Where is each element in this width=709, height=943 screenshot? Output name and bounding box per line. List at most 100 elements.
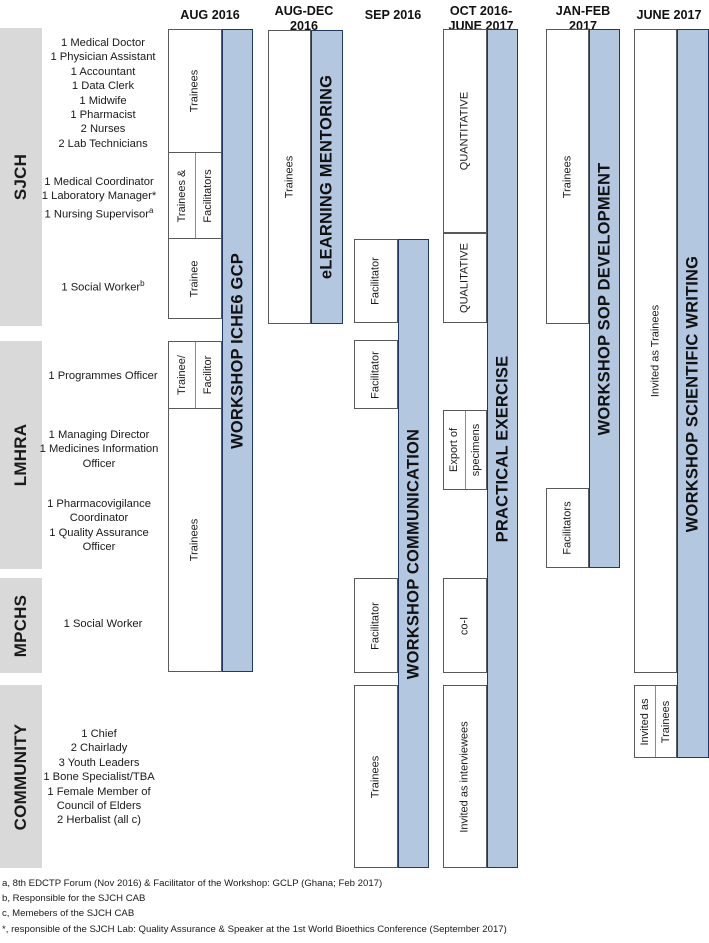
- group-label-sjch: SJCH: [0, 28, 42, 326]
- role-footnote-marker: a: [149, 205, 154, 215]
- cell-col1-trainees-and-facilitators: Trainees & Facilitators: [168, 152, 222, 239]
- header-line-1: OCT 2016-: [449, 4, 513, 18]
- cell-col2-trainees: Trainees: [268, 30, 311, 324]
- cell-col3-facilitator-lmhra: Facilitator: [354, 340, 398, 409]
- role-line: Officer: [82, 457, 116, 470]
- cell-label: Invited as Trainees: [648, 304, 661, 398]
- role-footnote-marker: b: [140, 279, 145, 288]
- cell-col1-trainees-top: Trainees: [168, 29, 222, 153]
- role-line: Officer: [82, 541, 116, 554]
- role-line: 1 Female Member of: [47, 785, 151, 798]
- cell-col3-facilitator-mpchs: Facilitator: [354, 578, 398, 673]
- role-line: 1 Data Clerk: [71, 80, 135, 93]
- cell-col6-invited-as-trainees-community: Invited as Trainees: [634, 685, 677, 758]
- column-header-aug-2016: AUG 2016: [165, 8, 255, 23]
- group-label-mpchs-text: MPCHS: [11, 594, 30, 657]
- role-line: 1 Managing Director: [48, 429, 150, 441]
- footnotes: a, 8th EDCTP Forum (Nov 2016) & Facilita…: [2, 876, 702, 937]
- cell-col1-trainees-amp: Trainees &: [169, 153, 195, 238]
- role-line: 1 Bone Specialist/TBA: [43, 771, 155, 784]
- cell-col1-trainee-facilitor: Trainee/ Facilitor: [168, 341, 222, 409]
- role-line: 1 Quality Assurance: [49, 526, 149, 539]
- role-line: 1 Programmes Officer: [48, 370, 158, 382]
- role-line: 1 Accountant: [70, 65, 136, 78]
- cell-col3-facilitator-sjch: Facilitator: [354, 239, 398, 323]
- activity-bar-practical-exercise: PRACTICAL EXERCISE: [487, 29, 518, 868]
- role-line: 1 Chief: [81, 728, 117, 740]
- roles-lmhra-programmes-officer: 1 Programmes Officer: [44, 369, 162, 383]
- role-line: 1 Social Worker: [63, 618, 143, 630]
- group-label-community-text: COMMUNITY: [11, 723, 30, 830]
- cell-label: specimens: [469, 423, 482, 477]
- cell-col1-trainee-slash: Trainee/: [169, 342, 195, 408]
- activity-bar-workshop-iche6-gcp: WORKSHOP ICHE6 GCP: [222, 29, 253, 672]
- cell-col3-trainees-community: Trainees: [354, 685, 398, 868]
- cell-col1-facilitators: Facilitators: [194, 153, 222, 238]
- role-line: Council of Elders: [56, 800, 142, 813]
- cell-col1-trainees-bottom: Trainees: [168, 408, 222, 672]
- group-label-community: COMMUNITY: [0, 685, 42, 868]
- role-line: 1 Laboratory Manager*: [41, 190, 157, 203]
- footnote-asterisk: *, responsible of the SJCH Lab: Quality …: [2, 923, 507, 935]
- role-line: 3 Youth Leaders: [58, 756, 140, 769]
- footnote-c: c, Memebers of the SJCH CAB: [2, 908, 135, 920]
- role-line: 2 Herbalist (all c): [57, 814, 141, 827]
- group-label-sjch-text: SJCH: [11, 153, 30, 201]
- cell-col6-invited-line2: Trainees: [655, 686, 676, 757]
- cell-col6-invited-as-trainees-top: Invited as Trainees: [634, 29, 677, 673]
- cell-label: Facilitator: [369, 350, 382, 399]
- cell-col4-export-line1: Export of: [444, 411, 465, 489]
- cell-label: Facilitator: [369, 601, 382, 650]
- activity-bar-label: WORKSHOP COMMUNICATION: [404, 428, 422, 679]
- role-line: 2 Lab Technicians: [58, 137, 148, 150]
- cell-label: Trainees: [282, 155, 295, 199]
- footnote-b: b, Responsible for the SJCH CAB: [2, 893, 146, 905]
- group-label-lmhra: LMHRA: [0, 341, 42, 569]
- role-line: 2 Nurses: [80, 123, 126, 136]
- cell-col4-invited-as-interviewees: Invited as interviewees: [443, 685, 487, 868]
- activity-bar-label: eLEARNING MENTORING: [317, 74, 336, 280]
- activity-bar-label: PRACTICAL EXERCISE: [493, 355, 511, 542]
- role-line: 1 Nursing Supervisora: [36, 204, 162, 222]
- cell-col5-trainees: Trainees: [546, 29, 589, 324]
- header-line-1: JUNE 2017: [636, 8, 702, 22]
- role-line: 1 Physician Assistant: [50, 51, 156, 64]
- cell-col4-qualitative: QUALITATIVE: [443, 233, 487, 323]
- cell-label: Trainees: [560, 155, 573, 198]
- activity-bar-workshop-communication: WORKSHOP COMMUNICATION: [398, 239, 429, 868]
- header-line-1: SEP 2016: [364, 8, 422, 22]
- roles-community: 1 Chief 2 Chairlady 3 Youth Leaders 1 Bo…: [36, 727, 162, 828]
- activity-bar-label: WORKSHOP ICHE6 GCP: [228, 252, 246, 449]
- group-label-lmhra-text: LMHRA: [11, 423, 30, 487]
- cell-col1-facilitor: Facilitor: [194, 342, 222, 408]
- cell-col4-export-of-specimens: Export of specimens: [443, 410, 487, 490]
- role-line: 1 Pharmacovigilance: [47, 498, 151, 510]
- cell-label: Facilitators: [202, 168, 215, 223]
- cell-label: Trainee/: [175, 355, 188, 395]
- cell-label: Trainees &: [175, 169, 188, 222]
- header-line-1: AUG 2016: [180, 8, 240, 22]
- role-line: 1 Midwife: [79, 94, 127, 107]
- cell-col5-facilitators: Facilitators: [546, 488, 589, 568]
- cell-label: QUALITATIVE: [458, 243, 471, 313]
- cell-label: Export of: [448, 427, 461, 473]
- column-header-aug-dec-2016: AUG-DEC 2016: [262, 4, 346, 34]
- footnote-a: a, 8th EDCTP Forum (Nov 2016) & Facilita…: [2, 878, 383, 889]
- cell-col4-co-i: co-I: [443, 578, 487, 673]
- header-line-2: 2016: [289, 19, 319, 33]
- roles-sjch-social-worker: 1 Social Workerb: [44, 277, 162, 295]
- role-line: Coordinator: [69, 512, 129, 525]
- roles-sjch-trainees: 1 Medical Doctor 1 Physician Assistant 1…: [44, 36, 162, 151]
- cell-label: QUANTITATIVE: [458, 91, 471, 171]
- role-line-text: 1 Social Worker: [61, 281, 141, 294]
- activity-bar-workshop-sop-development: WORKSHOP SOP DEVELOPMENT: [589, 29, 620, 568]
- role-line: 2 Chairlady: [70, 742, 128, 755]
- group-label-mpchs: MPCHS: [0, 578, 42, 673]
- role-line: 1 Medical Coordinator: [44, 176, 154, 188]
- role-line-text: 1 Nursing Supervisor: [44, 208, 149, 221]
- roles-mpchs-social-worker: 1 Social Worker: [44, 617, 162, 631]
- cell-col1-trainee: Trainee: [168, 238, 222, 319]
- cell-label: Trainees: [188, 518, 201, 562]
- cell-label: Trainees: [369, 755, 382, 798]
